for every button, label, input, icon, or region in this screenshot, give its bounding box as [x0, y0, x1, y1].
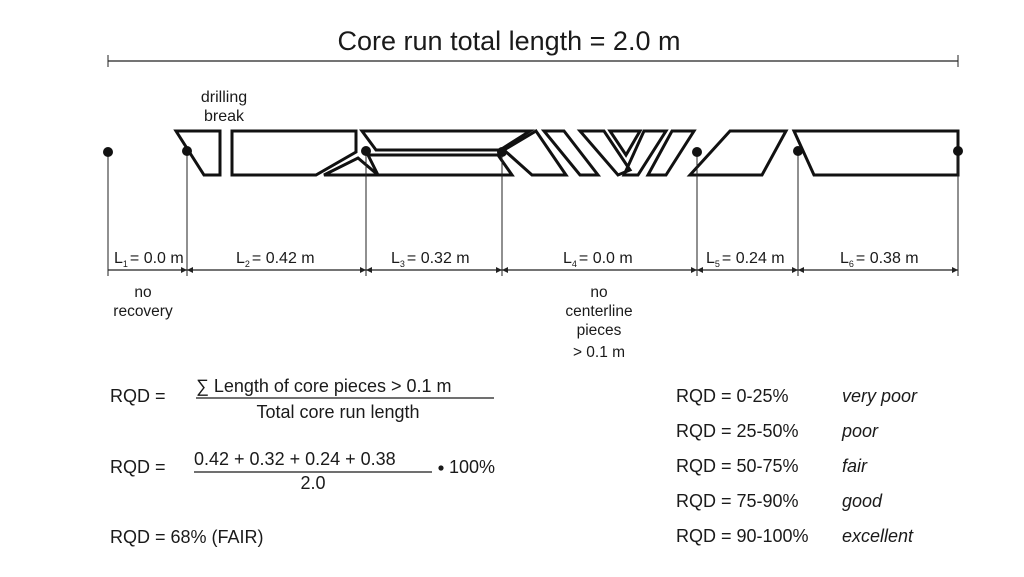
classification-range: RQD = 75-90%	[676, 491, 799, 511]
no-recovery-note: no recovery	[113, 284, 173, 320]
core-piece	[576, 129, 633, 177]
drilling-break-label: drilling break	[201, 89, 247, 125]
classification-range: RQD = 0-25%	[676, 386, 789, 406]
boundary-dot	[497, 147, 507, 157]
core-piece	[791, 129, 960, 177]
segment-label: L1= 0.0 m	[114, 250, 184, 269]
diagram-title: Core run total length = 2.0 m	[338, 26, 681, 56]
boundary-dot	[361, 146, 371, 156]
boundary-dot	[793, 146, 803, 156]
core-piece	[621, 129, 669, 177]
classification-quality: fair	[842, 456, 868, 476]
core-piece	[607, 129, 643, 158]
svg-text:pieces: pieces	[577, 322, 622, 339]
total-length-dimension	[107, 55, 959, 67]
boundary-dot	[953, 146, 963, 156]
segment-label: L5= 0.24 m	[706, 250, 785, 269]
classification-quality: excellent	[842, 526, 914, 546]
classification-range: RQD = 25-50%	[676, 421, 799, 441]
core-piece	[686, 129, 789, 177]
segment-labels: L1= 0.0 m L2= 0.42 m L3= 0.32 m L4= 0.0 …	[114, 250, 919, 269]
svg-text:> 0.1 m: > 0.1 m	[573, 344, 625, 361]
segment-label: L3= 0.32 m	[391, 250, 470, 269]
classification-quality: very poor	[842, 386, 918, 406]
boundary-markers	[103, 146, 963, 276]
svg-text:∑ Length of core pieces > 0.1: ∑ Length of core pieces > 0.1 m	[196, 376, 451, 396]
core-piece	[323, 156, 383, 177]
rqd-formula-definition: RQD = ∑ Length of core pieces > 0.1 m To…	[110, 376, 494, 422]
svg-text:no: no	[134, 284, 151, 301]
classification-quality: good	[842, 491, 883, 511]
boundary-dot	[103, 147, 113, 157]
core-piece	[645, 129, 697, 177]
classification-range: RQD = 50-75%	[676, 456, 799, 476]
segment-dimension-line	[108, 267, 958, 273]
segment-label: L6= 0.38 m	[840, 250, 919, 269]
svg-text:0.42 + 0.32 + 0.24 + 0.38: 0.42 + 0.32 + 0.24 + 0.38	[194, 449, 396, 469]
svg-text:2.0: 2.0	[300, 473, 325, 493]
boundary-dot	[182, 146, 192, 156]
svg-text:RQD =: RQD =	[110, 457, 166, 477]
classification-quality: poor	[841, 421, 879, 441]
core-piece	[230, 129, 358, 177]
segment-label: L4= 0.0 m	[563, 250, 633, 269]
rqd-result: RQD = 68% (FAIR)	[110, 527, 264, 547]
svg-text:100%: 100%	[449, 457, 495, 477]
rqd-classification-table: RQD = 0-25% very poor RQD = 25-50% poor …	[676, 386, 918, 546]
core-pieces	[173, 128, 960, 177]
core-piece	[173, 129, 222, 177]
core-piece	[501, 128, 569, 177]
segment-label: L2= 0.42 m	[236, 250, 315, 269]
svg-text:no: no	[590, 284, 607, 301]
no-centerline-note: no centerline pieces > 0.1 m	[565, 284, 632, 361]
svg-text:Total core run length: Total core run length	[256, 402, 419, 422]
core-piece	[365, 153, 515, 177]
core-piece	[359, 129, 536, 152]
classification-range: RQD = 90-100%	[676, 526, 809, 546]
rqd-formula-substituted: RQD = 0.42 + 0.32 + 0.24 + 0.38 2.0 100%	[110, 449, 495, 493]
svg-text:centerline: centerline	[565, 303, 632, 320]
svg-text:break: break	[204, 108, 245, 125]
core-piece	[540, 129, 602, 177]
svg-text:RQD =: RQD =	[110, 386, 166, 406]
boundary-dot	[692, 147, 702, 157]
svg-text:recovery: recovery	[113, 303, 173, 320]
svg-text:drilling: drilling	[201, 89, 247, 106]
